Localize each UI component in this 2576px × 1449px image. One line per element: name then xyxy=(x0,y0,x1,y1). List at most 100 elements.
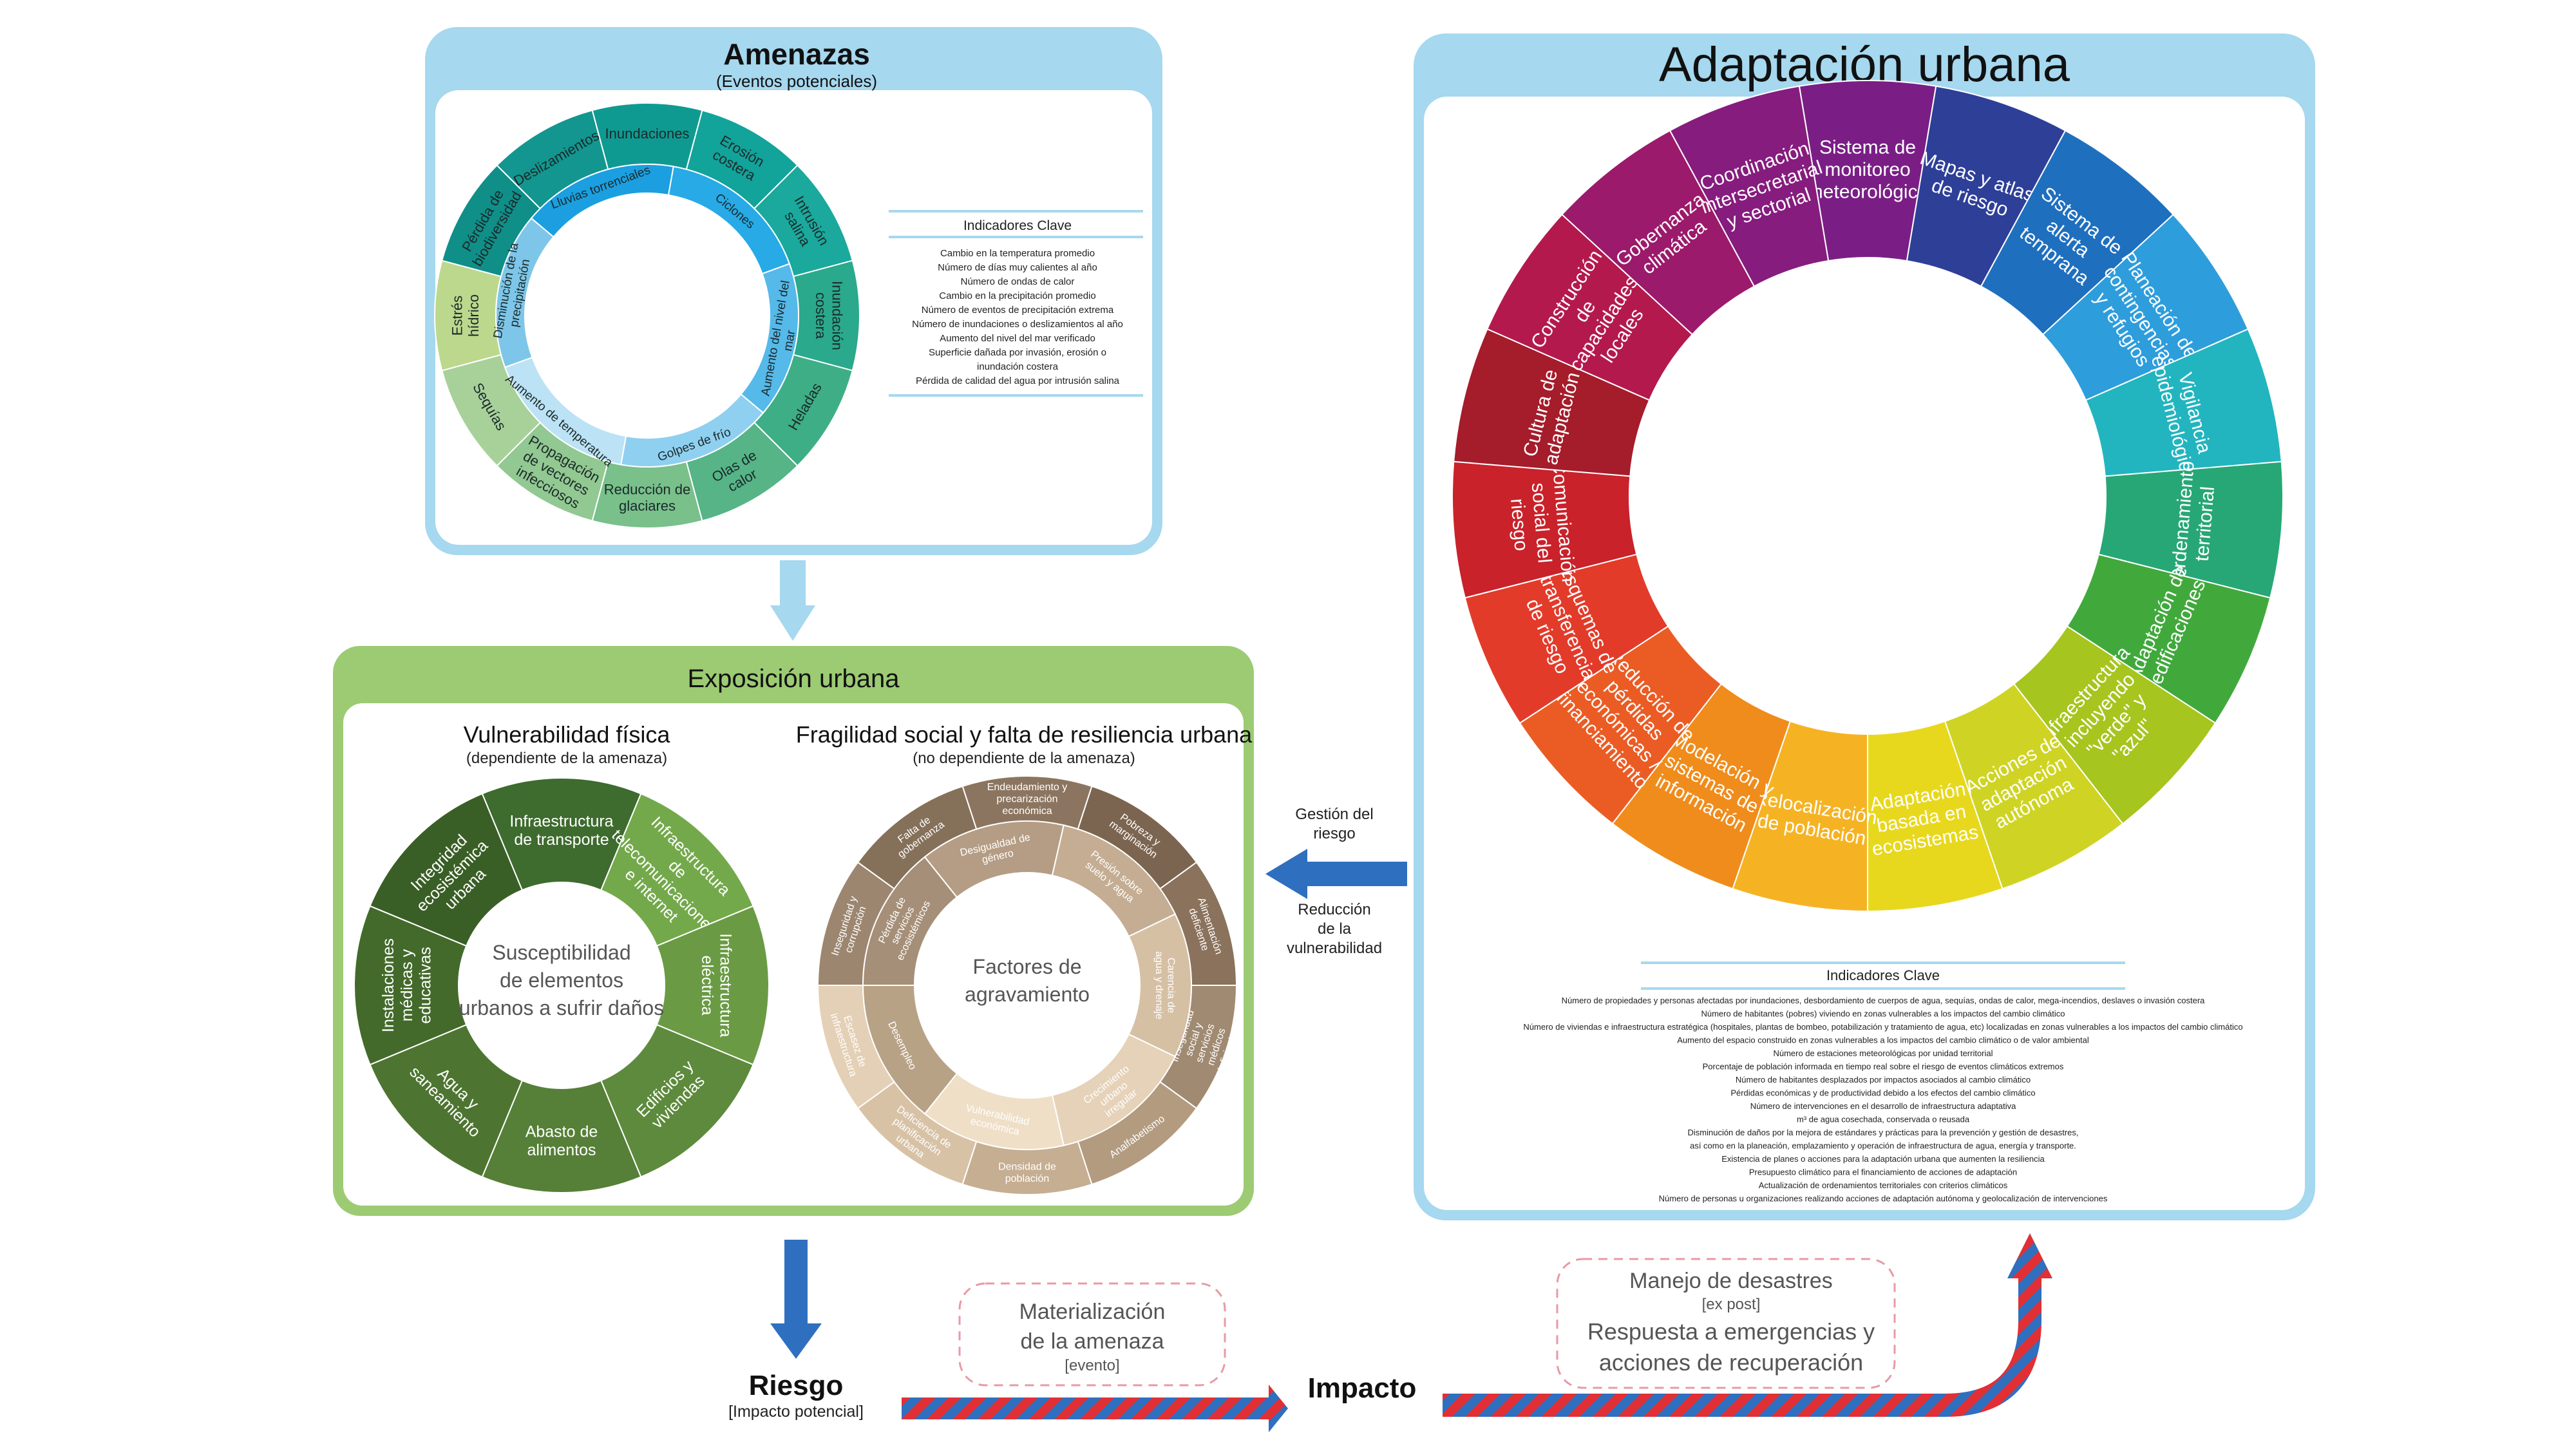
fragilidad-outer-label-line: Densidad de xyxy=(998,1161,1056,1172)
amenazas-indicator-item: Pérdida de calidad del agua por intrusió… xyxy=(916,375,1120,386)
fragilidad-center-2: agravamiento xyxy=(965,983,1090,1006)
adaptacion-label-line: meteorológico xyxy=(1807,181,1928,202)
arrow-impacto-to-adaptacion xyxy=(1443,1233,2052,1417)
exposicion-panel: Exposición urbana Vulnerabilidad física … xyxy=(333,646,1254,1216)
reduccion-label-1: Reducción xyxy=(1298,901,1370,918)
fragilidad-inner-label-line: Carencia de xyxy=(1166,958,1177,1013)
adaptacion-label: Relocalizaciónde población xyxy=(1748,787,1879,850)
vulnerabilidad-label-line: médicas y xyxy=(398,949,416,1021)
vulnerabilidad-label: Instalacionesmédicas yeducativas xyxy=(379,938,435,1032)
vulnerabilidad-label-line: educativas xyxy=(417,947,435,1024)
adaptacion-label-line: monitoreo xyxy=(1824,159,1910,180)
adaptacion-indicator-item: Número de propiedades y personas afectad… xyxy=(1562,996,2206,1005)
adaptacion-indicator-item: m³ de agua cosechada, conservada o reusa… xyxy=(1797,1115,1970,1124)
respuesta-line-2: acciones de recuperación xyxy=(1599,1349,1863,1376)
adaptacion-indicators-title: Indicadores Clave xyxy=(1826,967,1940,983)
arrow-riesgo-to-impacto xyxy=(902,1385,1288,1432)
adaptacion-indicator-item: Pérdidas económicas y de productividad d… xyxy=(1730,1088,2035,1098)
adaptacion-segment xyxy=(1669,85,1830,287)
amenazas-outer-label-line: glaciares xyxy=(619,498,676,514)
riesgo-subtitle: [Impacto potencial] xyxy=(728,1403,864,1421)
vulnerabilidad-label-line: Infraestructura xyxy=(509,812,613,830)
vulnerabilidad-segment xyxy=(656,905,770,1066)
adaptacion-indicator-item: así como en la planeación, emplazamiento… xyxy=(1690,1141,2076,1151)
materializacion-sub: [evento] xyxy=(1065,1357,1119,1374)
manejo-title: Manejo de desastres xyxy=(1629,1269,1833,1293)
vulnerabilidad-label: Infraestructuraeléctrica xyxy=(698,933,735,1037)
vulnerabilidad-label-line: Instalaciones xyxy=(379,938,397,1032)
amenazas-indicator-item: Aumento del nivel del mar verificado xyxy=(940,333,1095,344)
gestion-label-2: riesgo xyxy=(1313,825,1355,842)
adaptacion-label-line: Sistema de xyxy=(1819,137,1916,158)
fragilidad-outer-label-line: precarización xyxy=(996,794,1057,805)
impacto-title: Impacto xyxy=(1308,1372,1417,1404)
adaptacion-indicator-item: Número de habitantes desplazados por imp… xyxy=(1736,1075,2031,1084)
amenazas-indicators-title: Indicadores Clave xyxy=(963,218,1072,233)
fragilidad-inner-label: Carencia deagua y drenaje xyxy=(1153,951,1176,1019)
vulnerabilidad-center-3: urbanos a sufrir daños xyxy=(459,996,664,1019)
adaptacion-indicators-list: Número de propiedades y personas afectad… xyxy=(1523,996,2242,1204)
amenazas-indicator-item: Número de eventos de precipitación extre… xyxy=(922,305,1114,316)
amenazas-indicator-item: inundación costera xyxy=(977,361,1059,372)
adaptacion-indicator-item: Actualización de ordenamientos territori… xyxy=(1759,1180,2008,1190)
adaptacion-indicator-item: Número de personas u organizaciones real… xyxy=(1659,1194,2108,1204)
amenazas-outer-label-line: Inundaciones xyxy=(605,126,690,142)
adaptacion-indicator-item: Número de intervenciones en el desarroll… xyxy=(1750,1101,2016,1111)
reduccion-label-2: de la xyxy=(1318,920,1352,938)
fragilidad-subtitle: (no dependiente de la amenaza) xyxy=(913,750,1135,767)
gestion-label-1: Gestión del xyxy=(1295,806,1373,823)
vulnerabilidad-segment xyxy=(600,1023,754,1178)
fragilidad-wheel-hub xyxy=(916,875,1138,1096)
manejo-subtitle: [ex post] xyxy=(1702,1296,1761,1313)
vulnerabilidad-label-line: alimentos xyxy=(527,1141,596,1159)
adaptacion-indicator-item: Disminución de daños por la mejora de es… xyxy=(1687,1128,2078,1137)
vulnerabilidad-label-line: de transporte xyxy=(514,831,609,849)
amenazas-outer-label: Inundaciones xyxy=(605,126,690,142)
manejo-box xyxy=(1556,1258,1896,1389)
fragilidad-inner-segment xyxy=(862,985,958,1115)
adaptacion-wheel-hub xyxy=(1631,259,2105,733)
adaptacion-indicator-item: Existencia de planes o acciones para la … xyxy=(1721,1154,2045,1164)
vulnerabilidad-segment xyxy=(354,905,468,1066)
arrow-gestion-del-riesgo xyxy=(1265,849,1407,899)
fragilidad-outer-label-line: Endeudamiento y xyxy=(987,782,1068,793)
vulnerabilidad-segment xyxy=(481,777,642,891)
vulnerabilidad-segment xyxy=(369,1023,524,1178)
amenazas-outer-label-line: costera xyxy=(813,292,829,339)
amenazas-indicator-item: Cambio en la precipitación promedio xyxy=(939,290,1095,301)
fragilidad-outer-label-line: población xyxy=(1005,1173,1050,1184)
vulnerabilidad-label-line: Abasto de xyxy=(526,1122,598,1141)
fragilidad-title: Fragilidad social y falta de resiliencia… xyxy=(796,721,1253,748)
riesgo-title: Riesgo xyxy=(749,1370,844,1401)
amenazas-wheel-hub xyxy=(526,194,768,437)
vulnerabilidad-segment xyxy=(369,793,524,947)
amenazas-outer-label-line: Estrés xyxy=(450,296,466,336)
vulnerabilidad-center-1: Susceptibilidad xyxy=(492,941,630,964)
adaptacion-indicator-item: Aumento del espacio construido en zonas … xyxy=(1677,1036,2089,1045)
materializacion-line-2: de la amenaza xyxy=(1020,1329,1164,1354)
adaptacion-label-line: riesgo xyxy=(1506,498,1532,552)
adaptacion-indicator-item: Número de viviendas e infraestructura es… xyxy=(1523,1022,2242,1032)
amenazas-outer-label-line: Inundación xyxy=(829,281,845,350)
vulnerabilidad-subtitle: (dependiente de la amenaza) xyxy=(466,750,667,767)
fragilidad-outer-label-line: económica xyxy=(1002,806,1052,817)
arrow-exposicion-to-riesgo xyxy=(770,1240,822,1359)
amenazas-indicator-item: Número de días muy calientes al año xyxy=(938,262,1097,273)
respuesta-line-1: Respuesta a emergencias y xyxy=(1587,1318,1875,1345)
amenazas-panel: Amenazas (Eventos potenciales) Inundacio… xyxy=(425,27,1162,555)
adaptacion-indicator-item: Porcentaje de población informada en tie… xyxy=(1703,1062,2064,1072)
vulnerabilidad-title: Vulnerabilidad física xyxy=(464,721,671,748)
vulnerabilidad-center-2: de elementos xyxy=(500,969,623,992)
exposicion-title: Exposición urbana xyxy=(687,665,900,693)
